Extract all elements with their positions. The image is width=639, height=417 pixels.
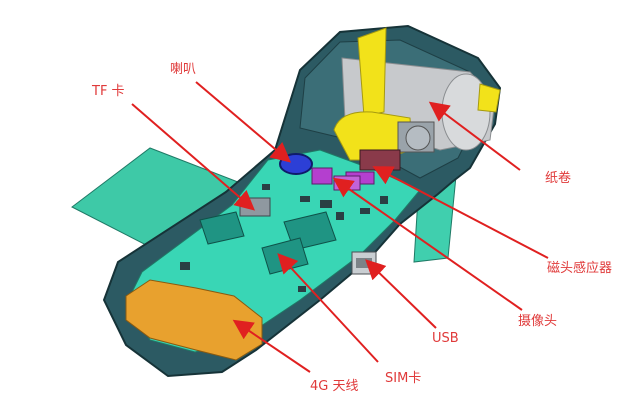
callout-arrows	[131, 81, 549, 373]
label-tf-card: TF 卡	[92, 84, 125, 99]
label-4g-antenna: 4G 天线	[310, 379, 359, 394]
label-usb: USB	[432, 331, 459, 346]
usb-port	[351, 251, 377, 275]
board-components	[180, 184, 388, 292]
label-sim-card: SIM卡	[385, 371, 422, 386]
antenna-4g	[125, 279, 263, 361]
label-magnetic-head-sensor: 磁头感应器	[547, 261, 613, 276]
label-paper-roll: 纸卷	[545, 171, 572, 186]
label-camera: 摄像头	[518, 314, 558, 329]
label-speaker: 喇叭	[170, 62, 197, 77]
printer-motor	[397, 121, 435, 153]
